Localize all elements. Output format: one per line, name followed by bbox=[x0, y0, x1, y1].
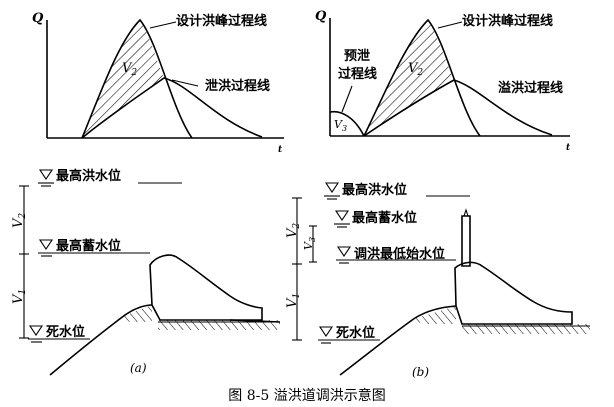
panel-b-tag: (b) bbox=[412, 365, 429, 379]
panel-b-min-start-marker bbox=[336, 246, 352, 257]
panel-a-hydrograph: Q t 设计洪峰过程线 泄洪过程线 V2 bbox=[32, 11, 284, 155]
panel-a-design-hydrograph-curve bbox=[81, 18, 193, 139]
panel-a-v2-label: V2 bbox=[122, 61, 137, 78]
panel-a-max-flood-marker bbox=[38, 169, 54, 180]
figure-caption: 图 8-5 溢洪道调洪示意图 bbox=[228, 387, 385, 404]
panel-a-design-hydrograph-label: 设计洪峰过程线 bbox=[176, 13, 267, 29]
panel-b-terrain bbox=[339, 305, 457, 376]
panel-b-max-flood-label: 最高洪水位 bbox=[342, 182, 407, 198]
panel-a-y-axis-label: Q bbox=[32, 11, 44, 26]
panel-b-v3-label: V3 bbox=[334, 118, 347, 133]
panel-a-design-leader bbox=[149, 21, 177, 29]
panel-a-v2-dim-label: V2 bbox=[11, 213, 28, 228]
panel-b-overflow-hydrograph-curve bbox=[363, 79, 553, 137]
panel-a-discharge-hydrograph-label: 泄洪过程线 bbox=[205, 78, 270, 94]
panel-a-max-storage-label: 最高蓄水位 bbox=[56, 238, 121, 254]
panel-b-design-leader bbox=[437, 21, 463, 29]
panel-b-max-storage-label: 最高蓄水位 bbox=[352, 210, 417, 226]
panel-b-v2-dim-label: V2 bbox=[285, 223, 302, 238]
panel-b-cross-section: 最高洪水位 最高蓄水位 调洪最低始水位 死水位 V2 V3 V1 bbox=[285, 182, 590, 379]
panel-b-spillway-body bbox=[454, 261, 573, 325]
panel-b-pre-release-leader bbox=[341, 85, 353, 113]
panel-b-x-axis-label: t bbox=[566, 143, 571, 153]
panel-b-overflow-hydrograph-label: 溢洪过程线 bbox=[498, 80, 563, 96]
panel-a-discharge-leader bbox=[171, 79, 199, 87]
panel-b-hydrograph: Q t 设计洪峰过程线 溢洪过程线 预泄 过程线 V2 V3 bbox=[315, 9, 571, 153]
panel-b-pre-release-label-2: 过程线 bbox=[338, 66, 377, 82]
panel-b-v1-dim-label: V1 bbox=[285, 293, 302, 308]
panel-b-min-start-label: 调洪最低始水位 bbox=[354, 246, 445, 262]
panel-b-dead-level-label: 死水位 bbox=[336, 325, 375, 341]
panel-b-pre-release-curve bbox=[329, 110, 365, 137]
panel-b-v3-dim-label: V3 bbox=[302, 237, 317, 250]
panel-b-v2-label: V2 bbox=[408, 61, 423, 78]
panel-a-tag: (a) bbox=[130, 361, 147, 375]
panel-b-max-storage-marker bbox=[334, 210, 350, 221]
panel-a-max-storage-marker bbox=[38, 239, 54, 250]
panel-a-dead-level-label: 死水位 bbox=[46, 324, 85, 340]
panel-a-dead-level-marker bbox=[28, 325, 44, 336]
panel-a-cross-section: 最高洪水位 最高蓄水位 死水位 V2 V1 (a) bbox=[11, 168, 281, 376]
panel-b-y-axis-label: Q bbox=[315, 9, 327, 24]
panel-b-design-hydrograph-label: 设计洪峰过程线 bbox=[462, 13, 553, 29]
panel-a-discharge-hydrograph-curve bbox=[81, 77, 263, 139]
panel-a-spillway-body bbox=[149, 254, 263, 321]
panel-b-gate bbox=[461, 215, 471, 267]
panel-b-dead-level-marker bbox=[318, 326, 334, 337]
panel-b-design-hydrograph-curve bbox=[363, 18, 481, 137]
panel-a-v2-hatch bbox=[82, 20, 164, 138]
panel-a-x-axis-label: t bbox=[278, 145, 283, 155]
panel-a-max-flood-label: 最高洪水位 bbox=[56, 168, 121, 184]
panel-a-v1-dim-label: V1 bbox=[11, 289, 28, 304]
panel-b-v2-hatch bbox=[364, 20, 454, 136]
panel-a-terrain bbox=[49, 304, 153, 376]
panel-b-max-flood-marker bbox=[324, 182, 340, 193]
panel-b-pre-release-label-1: 预泄 bbox=[344, 48, 370, 64]
